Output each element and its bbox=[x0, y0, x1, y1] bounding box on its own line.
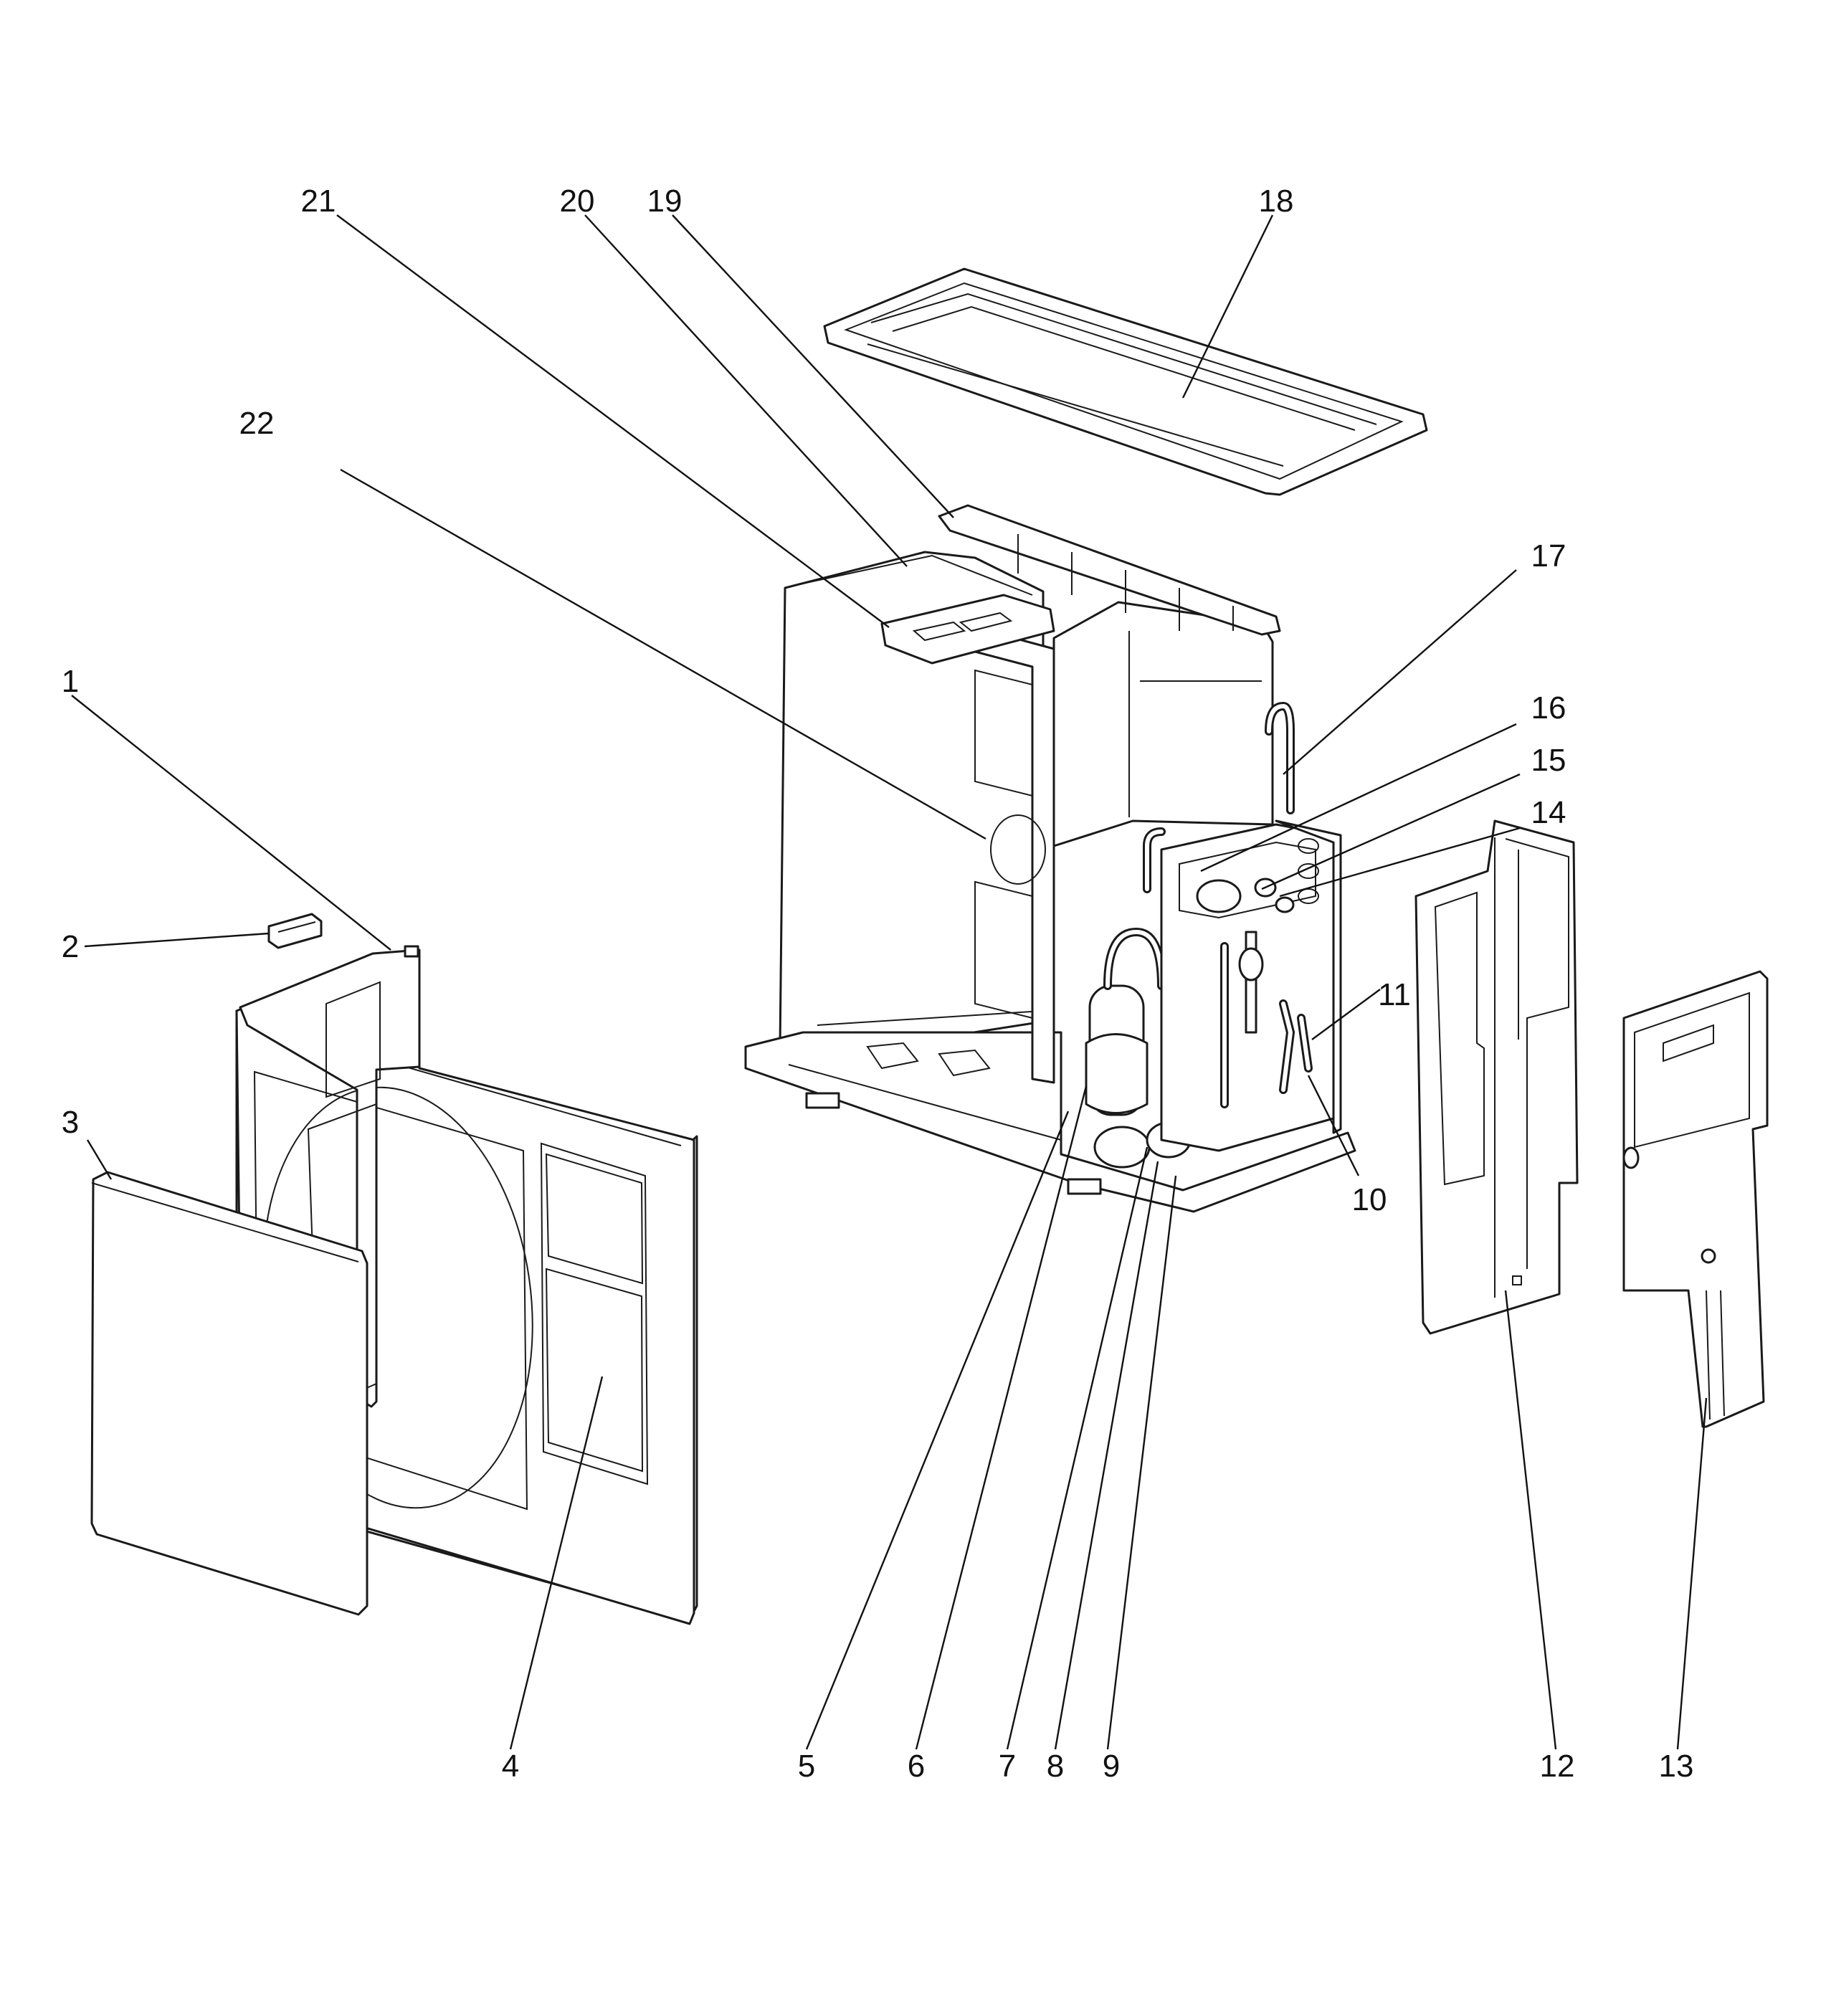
leader-12 bbox=[1504, 1290, 1557, 1750]
callout-19: 19 bbox=[647, 184, 683, 219]
callout-4: 4 bbox=[502, 1749, 519, 1784]
leader-19 bbox=[672, 214, 954, 518]
leader-2 bbox=[84, 932, 270, 948]
leader-4 bbox=[509, 1376, 604, 1750]
callout-18: 18 bbox=[1259, 184, 1294, 219]
callout-1: 1 bbox=[62, 664, 79, 699]
callout-12: 12 bbox=[1540, 1749, 1575, 1784]
base-pan bbox=[744, 1031, 1356, 1213]
callout-3: 3 bbox=[62, 1105, 79, 1140]
fan-motor-bracket bbox=[880, 594, 1055, 1084]
clip-part bbox=[267, 913, 323, 949]
leader-9 bbox=[1106, 1175, 1177, 1750]
callout-14: 14 bbox=[1531, 795, 1566, 830]
top-cover-panel bbox=[823, 267, 1428, 496]
callout-20: 20 bbox=[560, 184, 595, 219]
rear-top-flange bbox=[938, 504, 1281, 636]
leader-6 bbox=[915, 1085, 1088, 1750]
leader-14 bbox=[1279, 827, 1521, 898]
leader-15 bbox=[1261, 773, 1521, 890]
leader-7 bbox=[1006, 1146, 1149, 1750]
service-panel bbox=[1622, 970, 1769, 1428]
front-grille bbox=[90, 1171, 368, 1616]
callout-2: 2 bbox=[62, 929, 79, 964]
callout-17: 17 bbox=[1531, 538, 1566, 574]
leader-13 bbox=[1676, 1397, 1708, 1750]
callout-15: 15 bbox=[1531, 743, 1566, 778]
leader-18 bbox=[1181, 214, 1274, 399]
leader-22 bbox=[340, 468, 986, 840]
leader-5 bbox=[805, 1111, 1070, 1750]
callout-5: 5 bbox=[798, 1749, 815, 1784]
callout-7: 7 bbox=[999, 1749, 1016, 1784]
callout-22: 22 bbox=[239, 406, 275, 441]
callout-labels: 1 2 3 4 5 6 7 8 9 10 11 12 13 14 15 16 1… bbox=[62, 184, 1694, 1784]
leader-8 bbox=[1054, 1161, 1159, 1750]
leader-17 bbox=[1283, 569, 1517, 775]
callout-21: 21 bbox=[301, 184, 336, 219]
leader-20 bbox=[584, 214, 908, 567]
partition-panel bbox=[1052, 601, 1274, 847]
callout-11: 11 bbox=[1378, 977, 1411, 1012]
leader-11 bbox=[1311, 989, 1381, 1040]
leader-16 bbox=[1200, 723, 1517, 873]
right-side-panel bbox=[1414, 819, 1579, 1335]
leader-3 bbox=[86, 1139, 113, 1180]
callout-13: 13 bbox=[1659, 1749, 1694, 1784]
leader-1 bbox=[71, 695, 391, 951]
callout-9: 9 bbox=[1103, 1749, 1120, 1784]
valve-plate bbox=[1143, 823, 1335, 1152]
callout-16: 16 bbox=[1531, 690, 1566, 726]
leader-21 bbox=[336, 214, 890, 628]
leader-10 bbox=[1307, 1075, 1360, 1176]
callout-6: 6 bbox=[908, 1749, 925, 1784]
callout-8: 8 bbox=[1047, 1749, 1064, 1784]
callout-10: 10 bbox=[1352, 1182, 1387, 1217]
leader-lines bbox=[71, 214, 1708, 1750]
